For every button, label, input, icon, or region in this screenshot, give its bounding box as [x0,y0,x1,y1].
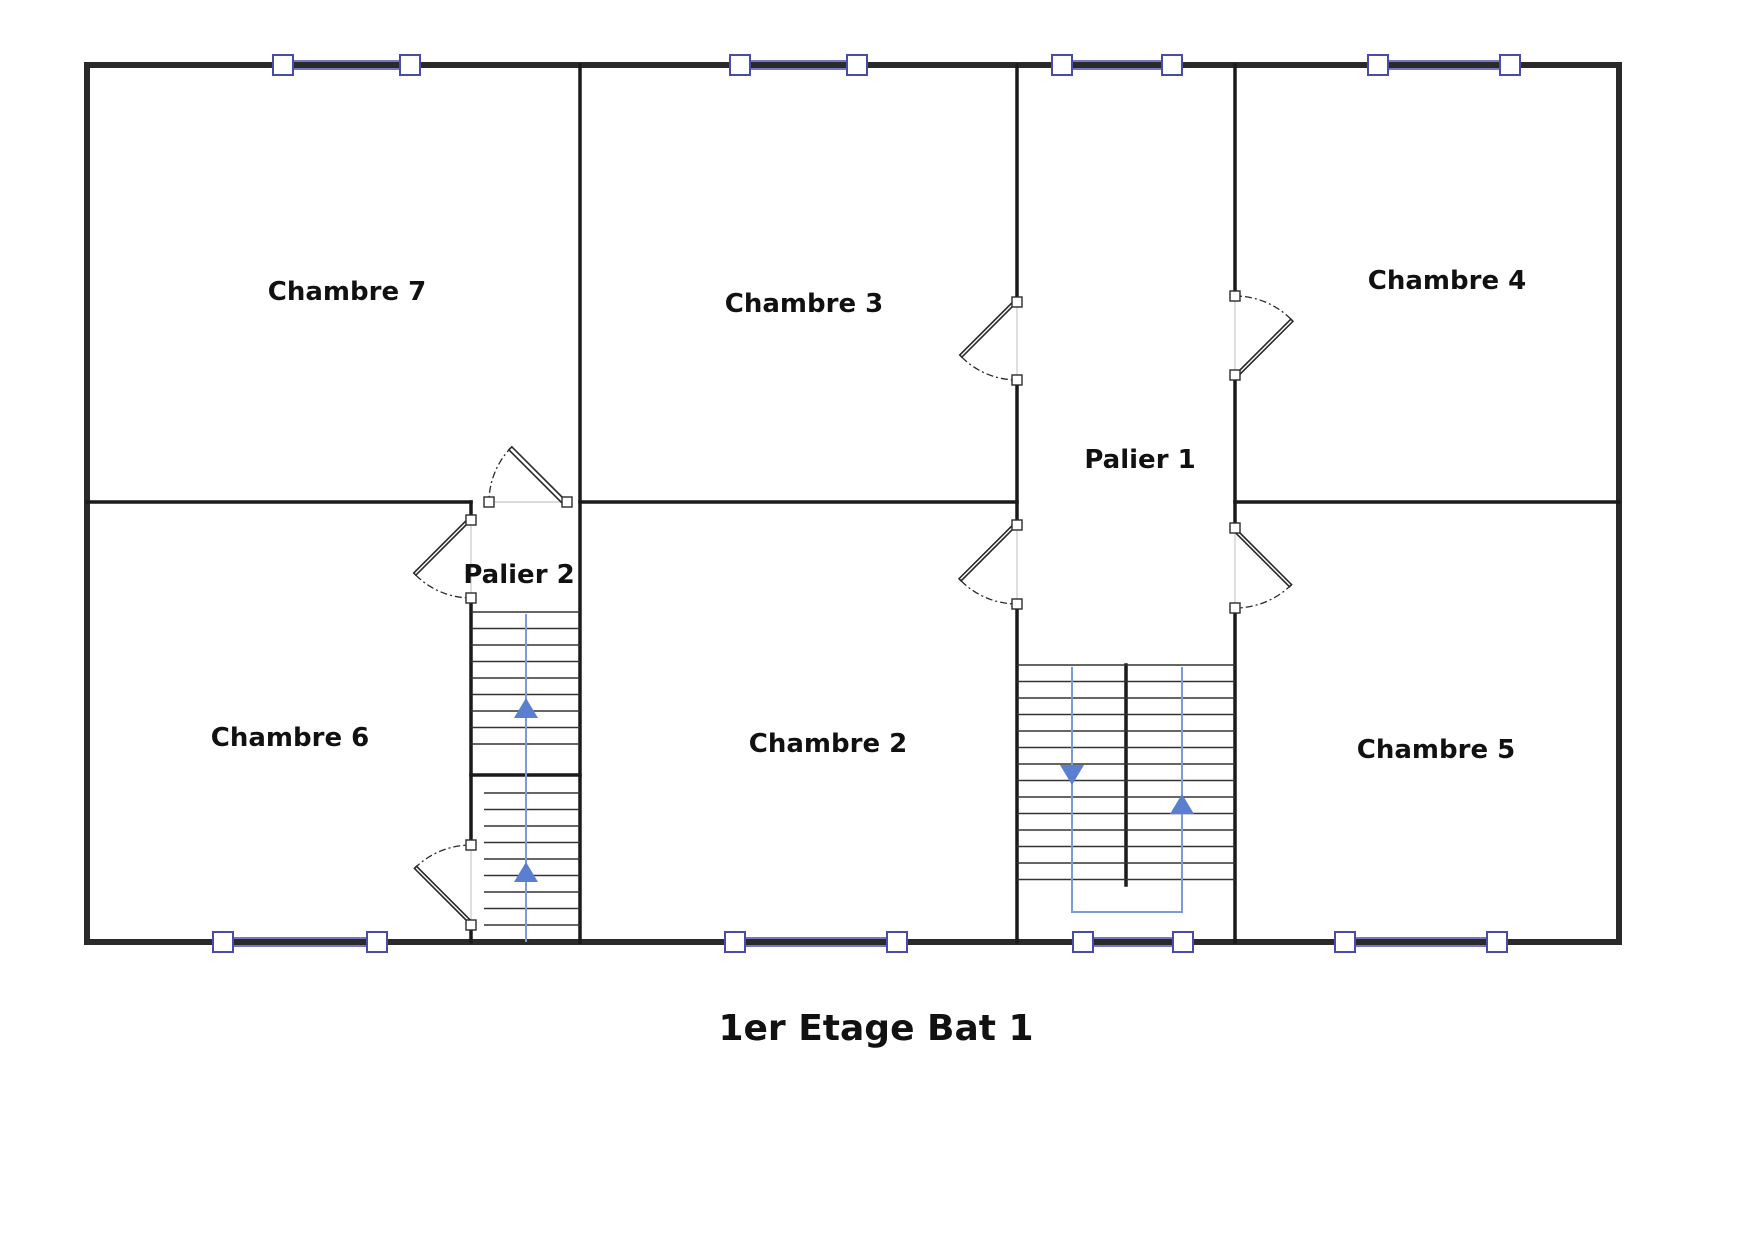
door [958,296,1023,386]
window [1367,54,1521,76]
door [1229,522,1293,614]
window-frame [1072,931,1094,953]
window-frame [1334,931,1356,953]
plan-title: 1er Etage Bat 1 [718,1008,1033,1049]
window-frame [1367,54,1389,76]
room-label-palier-2: Palier 2 [463,560,574,590]
stairs [471,611,1235,942]
window-frame [212,931,234,953]
room-label-chambre-7: Chambre 7 [268,277,426,307]
room-label-chambre-3: Chambre 3 [725,289,883,319]
window [1051,54,1183,76]
door [483,445,573,508]
door [412,514,477,604]
window-frame [886,931,908,953]
doors [412,290,1295,931]
window [272,54,421,76]
stair-up-arrow [514,862,538,882]
window-frame [399,54,421,76]
windows [212,54,1521,953]
stair-up-arrow [514,698,538,718]
window [724,931,908,953]
window-frame [729,54,751,76]
room-label-chambre-2: Chambre 2 [749,729,907,759]
window-frame [1172,931,1194,953]
door [1229,290,1295,381]
door [413,839,477,931]
room-label-palier-1: Palier 1 [1084,445,1195,475]
room-label-chambre-6: Chambre 6 [211,723,369,753]
stair-palier-2 [471,611,580,942]
window-frame [1486,931,1508,953]
window [1334,931,1508,953]
window-frame [724,931,746,953]
window-frame [272,54,294,76]
window-frame [1161,54,1183,76]
room-label-chambre-5: Chambre 5 [1357,735,1515,765]
room-labels: Chambre 7 Chambre 3 Chambre 4 Palier 1 P… [211,266,1526,765]
window-frame [846,54,868,76]
stair-up-arrow [1170,794,1194,814]
window-frame [1051,54,1073,76]
door [957,519,1023,610]
stair-direction-line [1071,667,1183,913]
window [1072,931,1194,953]
room-label-chambre-4: Chambre 4 [1368,266,1526,296]
stair-palier-1 [1017,664,1235,913]
window [212,931,388,953]
interior-walls [85,63,1621,944]
window-frame [366,931,388,953]
stair-down-arrow [1060,765,1084,785]
window [729,54,868,76]
window-frame [1499,54,1521,76]
